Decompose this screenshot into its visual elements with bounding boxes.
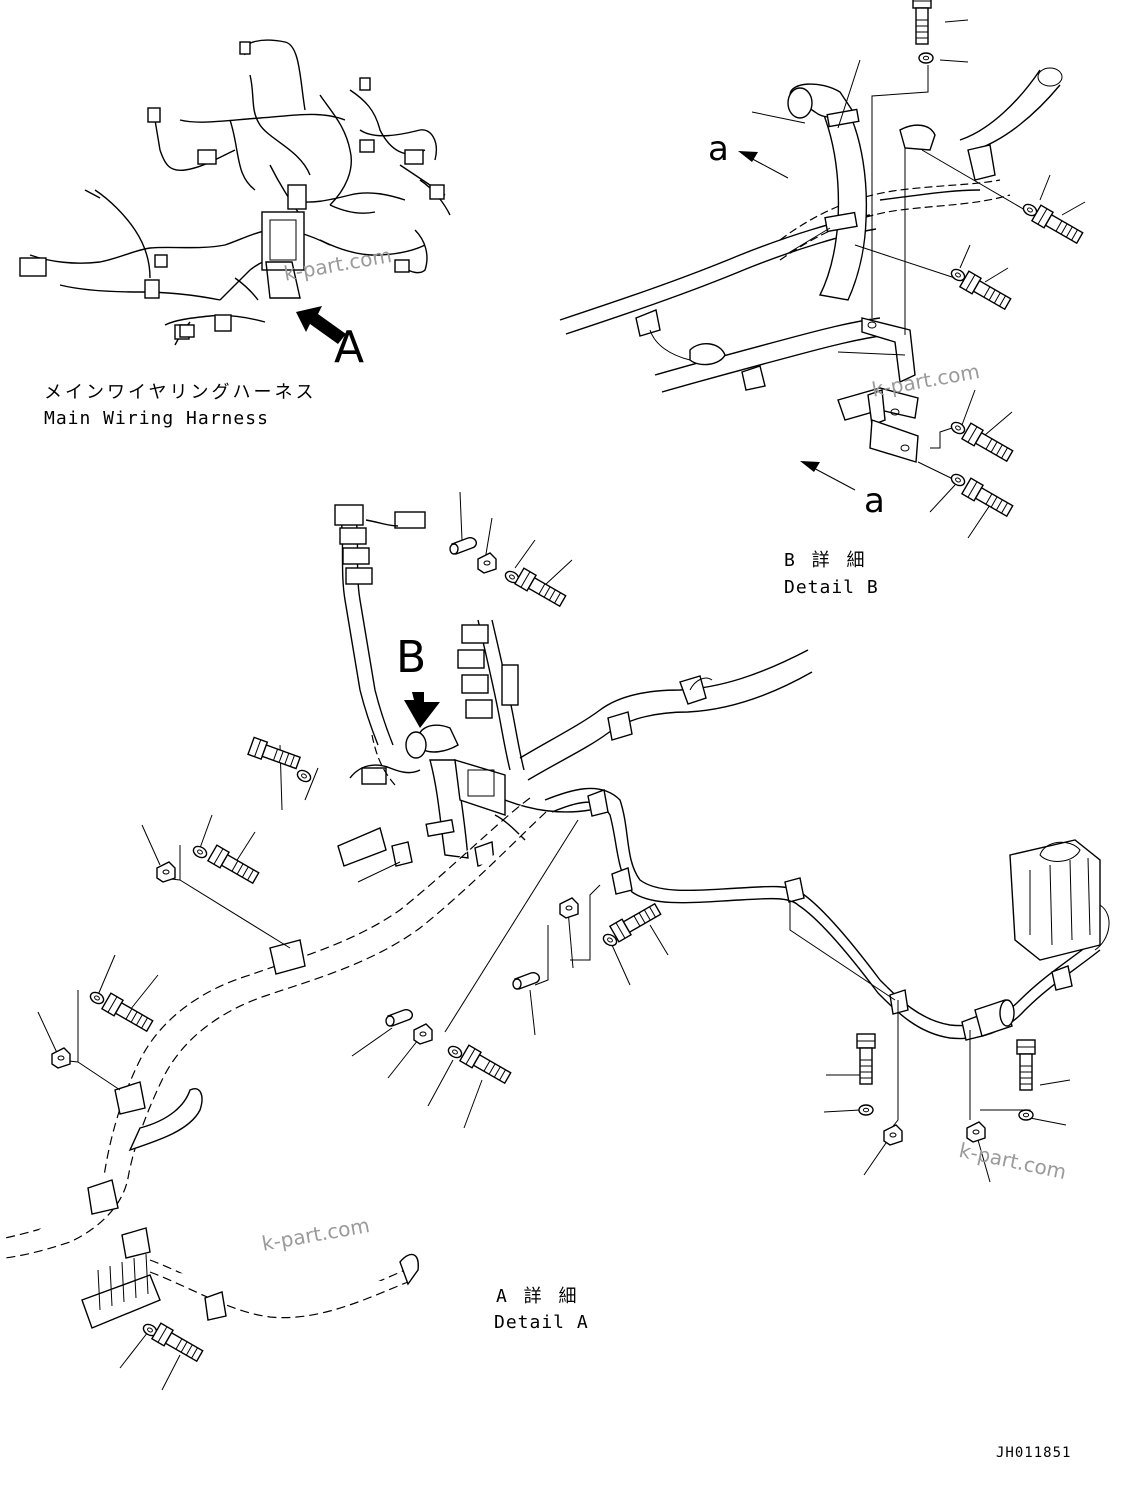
clamp-icon	[883, 1124, 903, 1146]
washer-icon	[1018, 1109, 1034, 1121]
detail-b-drawing	[559, 0, 1086, 539]
detail-a-caption-jp: A 詳 細	[496, 1286, 580, 1307]
washer-icon	[858, 1104, 874, 1116]
view-arrow-b-icon	[404, 692, 440, 728]
bolt-icon	[459, 1044, 513, 1087]
bolt-icon	[1016, 1039, 1036, 1091]
clamp-icon	[559, 897, 579, 919]
clamp-icon	[413, 1023, 433, 1045]
view-marker-b: B	[396, 632, 427, 683]
bolt-icon	[1031, 204, 1085, 247]
washer-icon	[948, 471, 968, 489]
detail-b-caption-en: Detail B	[784, 577, 879, 598]
view-marker-a: A	[334, 322, 365, 373]
bolt-icon	[609, 900, 663, 943]
overview-harness-drawing	[19, 39, 451, 346]
washer-icon	[918, 52, 934, 64]
bolt-icon	[247, 736, 302, 773]
washer-icon	[948, 419, 968, 437]
direction-marker-a-top: a	[708, 129, 729, 169]
bolt-icon	[514, 567, 568, 610]
view-arrow-a-icon	[296, 306, 346, 344]
clamp-icon	[477, 552, 497, 574]
detail-a-drawing	[4, 491, 1110, 1391]
overview-caption-jp: メインワイヤリングハーネス	[44, 382, 317, 403]
washer-icon	[87, 989, 107, 1007]
drawing-number: JH011851	[996, 1445, 1072, 1461]
clamp-icon	[51, 1047, 71, 1069]
bolt-icon	[961, 477, 1015, 520]
bolt-icon	[961, 422, 1015, 465]
collar-icon	[385, 1009, 414, 1027]
bolt-icon	[912, 0, 932, 45]
detail-a-caption-en: Detail A	[494, 1312, 589, 1333]
detail-b-caption-jp: B 詳 細	[784, 550, 868, 571]
bolt-icon	[101, 992, 155, 1035]
bolt-icon	[856, 1033, 876, 1085]
washer-icon	[294, 767, 314, 785]
overview-caption-en: Main Wiring Harness	[44, 408, 269, 429]
washer-icon	[445, 1043, 465, 1061]
collar-icon	[512, 972, 541, 990]
direction-marker-a-bottom: a	[864, 481, 885, 521]
bolt-icon	[959, 270, 1013, 313]
washer-icon	[190, 843, 210, 861]
bolt-icon	[207, 844, 261, 887]
collar-icon	[449, 537, 478, 555]
